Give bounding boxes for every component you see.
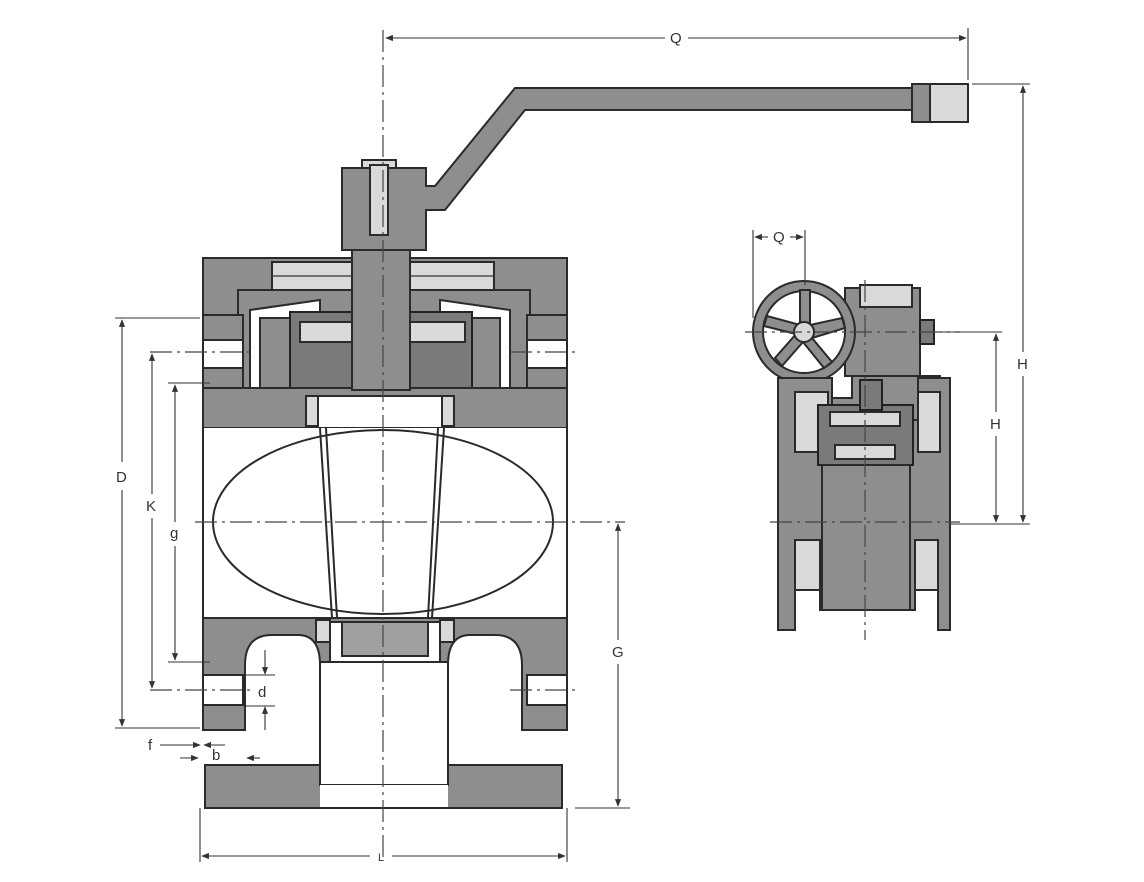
dim-b: b xyxy=(212,747,220,764)
dim-q-gear: Q xyxy=(773,229,785,246)
handle-hub xyxy=(341,87,913,251)
dim-d: D xyxy=(116,469,127,486)
center-lines xyxy=(150,30,625,860)
dim-g-upper: G xyxy=(612,644,624,661)
dim-g-lower: g xyxy=(170,525,178,542)
valve-section xyxy=(202,83,969,809)
tapered-plug xyxy=(319,427,445,619)
handwheel xyxy=(752,280,856,384)
dimensions-main: Q D K g G d f b xyxy=(115,28,969,864)
dim-k: K xyxy=(146,498,156,515)
dim-h-gear: H xyxy=(990,416,1001,433)
dim-f: f xyxy=(148,737,153,754)
dim-l: L xyxy=(378,852,384,864)
gear-operated-view xyxy=(745,280,960,640)
dim-q-handle: Q xyxy=(670,30,682,47)
body-cavity xyxy=(203,428,567,618)
dim-h-handle: H xyxy=(1017,356,1028,373)
dimensions-gear: Q H H xyxy=(752,83,1030,525)
dim-d-hole: d xyxy=(258,684,266,701)
